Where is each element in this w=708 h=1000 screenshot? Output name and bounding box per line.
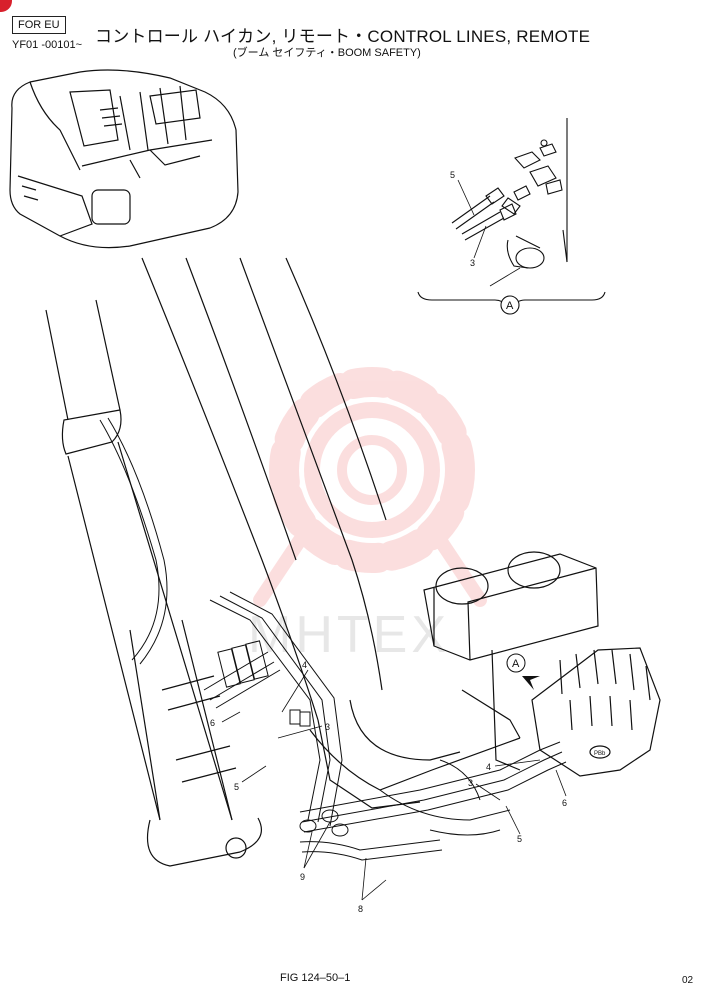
detail-a-label: A bbox=[506, 300, 514, 312]
eu-badge: FOR EU bbox=[12, 16, 66, 34]
boom-cylinder bbox=[45, 299, 262, 867]
eu-label: FOR EU bbox=[18, 19, 60, 31]
callout-4-right: 4 bbox=[486, 762, 491, 772]
callout-3-main: 3 bbox=[325, 722, 330, 732]
callout-3-right: 3 bbox=[468, 778, 473, 788]
watermark-gear-icon bbox=[253, 367, 487, 607]
callout-5-main: 5 bbox=[234, 782, 239, 792]
page-number: 02 bbox=[682, 975, 694, 986]
leader-3-detail bbox=[473, 225, 487, 259]
callout-8: 8 bbox=[358, 904, 363, 914]
leader-5-detail bbox=[457, 179, 475, 216]
figure-number: FIG 124–50–1 bbox=[280, 972, 351, 984]
callout-5-detail: 5 bbox=[450, 170, 455, 180]
detail-a-arrow-icon bbox=[522, 676, 540, 690]
valve-port-tag: PBb bbox=[594, 751, 606, 757]
detail-a-marker-label: A bbox=[512, 658, 520, 670]
hose-clamps bbox=[217, 640, 349, 837]
detail-a-marker-circle bbox=[506, 653, 526, 673]
callout-6-right: 6 bbox=[562, 798, 567, 808]
leader-detail-coupling bbox=[489, 267, 521, 287]
boom-structure bbox=[141, 257, 521, 809]
callout-5-right: 5 bbox=[517, 834, 522, 844]
watermark-text: MHTEX bbox=[248, 606, 450, 664]
control-valve bbox=[423, 551, 661, 777]
machine-overview bbox=[9, 69, 239, 249]
callout-9: 9 bbox=[300, 872, 305, 882]
callout-4-main: 4 bbox=[302, 660, 307, 670]
leader-lines bbox=[221, 669, 567, 901]
callout-3-detail: 3 bbox=[470, 258, 475, 268]
page-subtitle: (ブーム セイフティ・BOOM SAFETY) bbox=[233, 47, 421, 59]
page-title: コントロール ハイカン, リモート・CONTROL LINES, REMOTE bbox=[95, 27, 591, 46]
callout-6-main: 6 bbox=[210, 718, 215, 728]
detail-a-view: A bbox=[417, 118, 606, 315]
serial-range: YF01 -00101~ bbox=[12, 39, 83, 51]
remote-control-lines bbox=[99, 417, 567, 861]
